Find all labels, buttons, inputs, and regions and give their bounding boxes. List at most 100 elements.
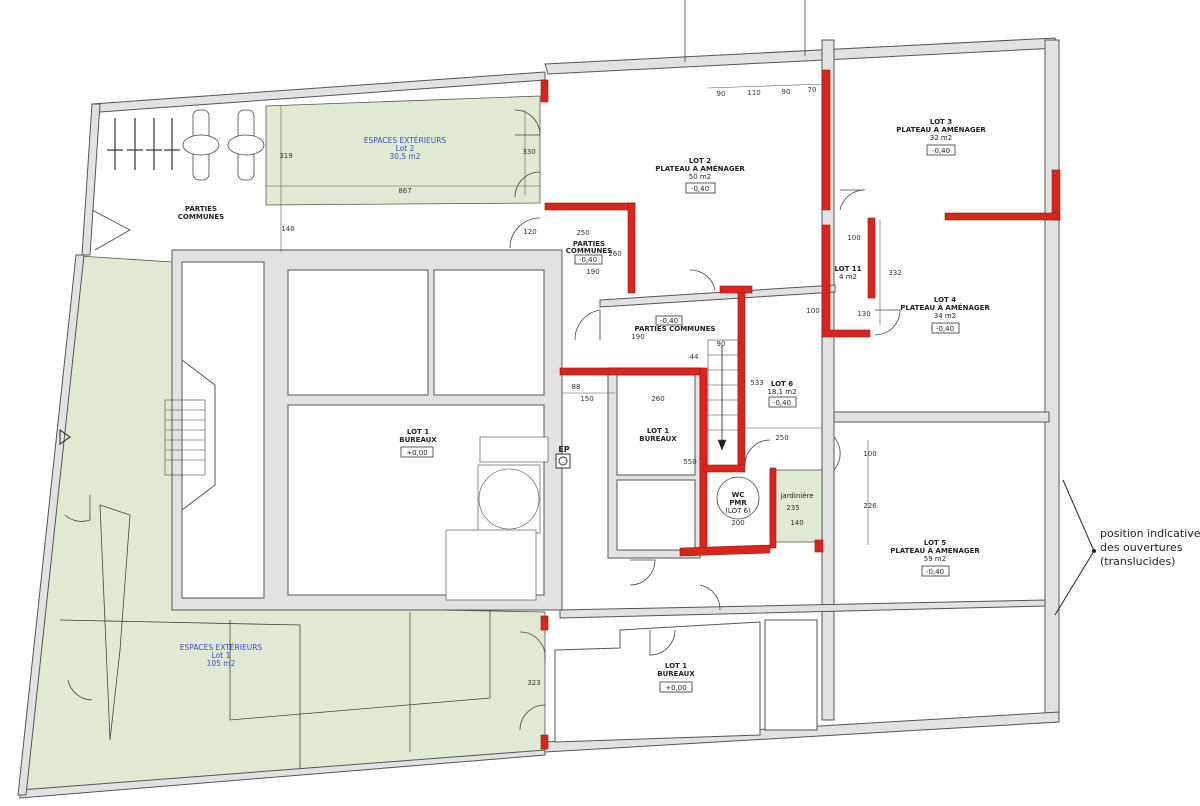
lot1-south-title: LOT 1 — [665, 662, 687, 670]
level-badge — [655, 315, 683, 326]
dimension-label: 533 — [750, 379, 763, 387]
annotation-text: position indicative — [1100, 527, 1200, 540]
level-badge — [931, 322, 960, 334]
lot1-main-title: LOT 1 — [407, 428, 429, 436]
lot3-title: LOT 3 — [930, 118, 952, 126]
planter-label: jardinière — [779, 492, 813, 500]
lot5-area: 59 m2 — [924, 555, 946, 563]
dimension-label: 88 — [572, 383, 581, 391]
dimension-label: 70 — [808, 86, 817, 94]
lot11-title: LOT 11 — [834, 265, 861, 273]
annotation-leader-lines — [1054, 479, 1096, 616]
motorbike-icons — [182, 109, 265, 181]
staircase-icon — [164, 399, 206, 476]
ep-downpipe-icon — [555, 453, 571, 469]
lot2-subtitle: PLATEAU À AMÉNAGER — [655, 164, 745, 173]
lot5-level: -0,40 — [926, 568, 944, 576]
planter-outline — [229, 610, 491, 721]
level-badge — [926, 144, 956, 156]
lot6-level: -0,40 — [773, 399, 791, 407]
dimension-label: 867 — [398, 187, 411, 195]
door-swings — [64, 109, 901, 731]
lot4-area: 34 m2 — [934, 312, 956, 320]
room — [287, 269, 429, 396]
exterior-lot2-area: 30,5 m2 — [389, 152, 420, 161]
dimension-label: 332 — [888, 269, 901, 277]
dimension-label: 140 — [790, 519, 803, 527]
stair-icon — [707, 339, 739, 471]
level-badge — [921, 565, 950, 577]
lot6-area: 18,1 m2 — [767, 388, 796, 396]
entrance-arrow-icon — [59, 429, 71, 445]
dimension-label: 235 — [786, 504, 799, 512]
common-center-label: PARTIES — [573, 240, 605, 248]
lot3-area: 32 m2 — [930, 134, 952, 142]
dimension-label: 90 — [717, 340, 726, 348]
wc-label: WC — [732, 491, 745, 499]
lot6-title: LOT 6 — [771, 380, 793, 388]
lot3-level: -0,40 — [932, 147, 950, 155]
dimension-label: 200 — [731, 519, 744, 527]
lot1-south-office — [554, 621, 761, 743]
wheelchair-turning-circle — [716, 476, 760, 520]
partition-wall-lot4-lot5 — [833, 411, 1050, 423]
dimension-label: 319 — [279, 152, 292, 160]
dimension-label: 100 — [847, 234, 860, 242]
exterior-lot1-title: ESPACES EXTÉRIEURS — [180, 643, 263, 652]
bicycle-icons — [107, 118, 180, 170]
dimension-label: 323 — [527, 679, 540, 687]
dimension-label: 130 — [857, 310, 870, 318]
dimension-label: 190 — [631, 333, 644, 341]
lot1-small-title: LOT 1 — [647, 427, 669, 435]
common-nw-label: PARTIES — [185, 205, 217, 213]
room — [433, 269, 545, 396]
dimension-label: 120 — [523, 228, 536, 236]
dimension-label: 140 — [281, 225, 294, 233]
spiral-staircase-icon — [445, 436, 549, 601]
dimension-label: 90 — [782, 88, 791, 96]
wc-label: PMR — [729, 499, 747, 507]
wc-label: (LOT 6) — [725, 507, 751, 515]
bike-room-west-wall — [81, 103, 101, 256]
level-badge — [400, 446, 434, 458]
dimension-label: 250 — [576, 229, 589, 237]
east-wall — [1044, 39, 1060, 721]
dimension-label: 190 — [586, 268, 599, 276]
dimension-label: 260 — [651, 395, 664, 403]
level-value: -0,40 — [579, 256, 597, 264]
exterior-lot1-lot: Lot 1 — [212, 651, 231, 660]
common-nw-label: COMMUNES — [178, 213, 224, 221]
dimension-label: 100 — [806, 307, 819, 315]
dimension-label: 44 — [690, 353, 699, 361]
level-badge — [659, 681, 693, 693]
dimension-label: 550 — [683, 458, 696, 466]
new-walls — [540, 69, 1061, 750]
lot5-subtitle: PLATEAU À AMÉNAGER — [890, 546, 980, 555]
ep-label: EP — [558, 445, 569, 454]
lot2-level: -0,40 — [691, 185, 709, 193]
lot1-main-level: +0,00 — [406, 449, 427, 457]
exterior-lot2-title: ESPACES EXTÉRIEURS — [364, 136, 447, 145]
north-wall-east — [544, 37, 1059, 75]
terrace-line — [59, 619, 301, 775]
lot4-title: LOT 4 — [934, 296, 956, 304]
lot2-area: 50 m2 — [689, 173, 711, 181]
lot5-title: LOT 5 — [924, 539, 946, 547]
dimension-label: 100 — [863, 450, 876, 458]
lot11-area: 4 m2 — [839, 273, 857, 281]
partition-wall — [599, 284, 836, 308]
level-badge — [685, 182, 716, 194]
stair-core — [181, 358, 216, 512]
lot1-main-subtitle: BUREAUX — [399, 436, 437, 444]
exterior-lot1-area: 105 m2 — [207, 659, 236, 668]
dimension-label: 330 — [522, 148, 535, 156]
common-mid-level: -0,40 — [660, 317, 678, 325]
annotation-text: (translucides) — [1100, 555, 1175, 568]
annotation-text: des ouvertures — [1100, 541, 1183, 554]
lot3-subtitle: PLATEAU À AMÉNAGER — [896, 125, 986, 134]
level-badge — [768, 396, 797, 408]
dimension-label: 110 — [747, 89, 760, 97]
dimension-label: 90 — [717, 90, 726, 98]
dimension-label: 260 — [608, 250, 621, 258]
